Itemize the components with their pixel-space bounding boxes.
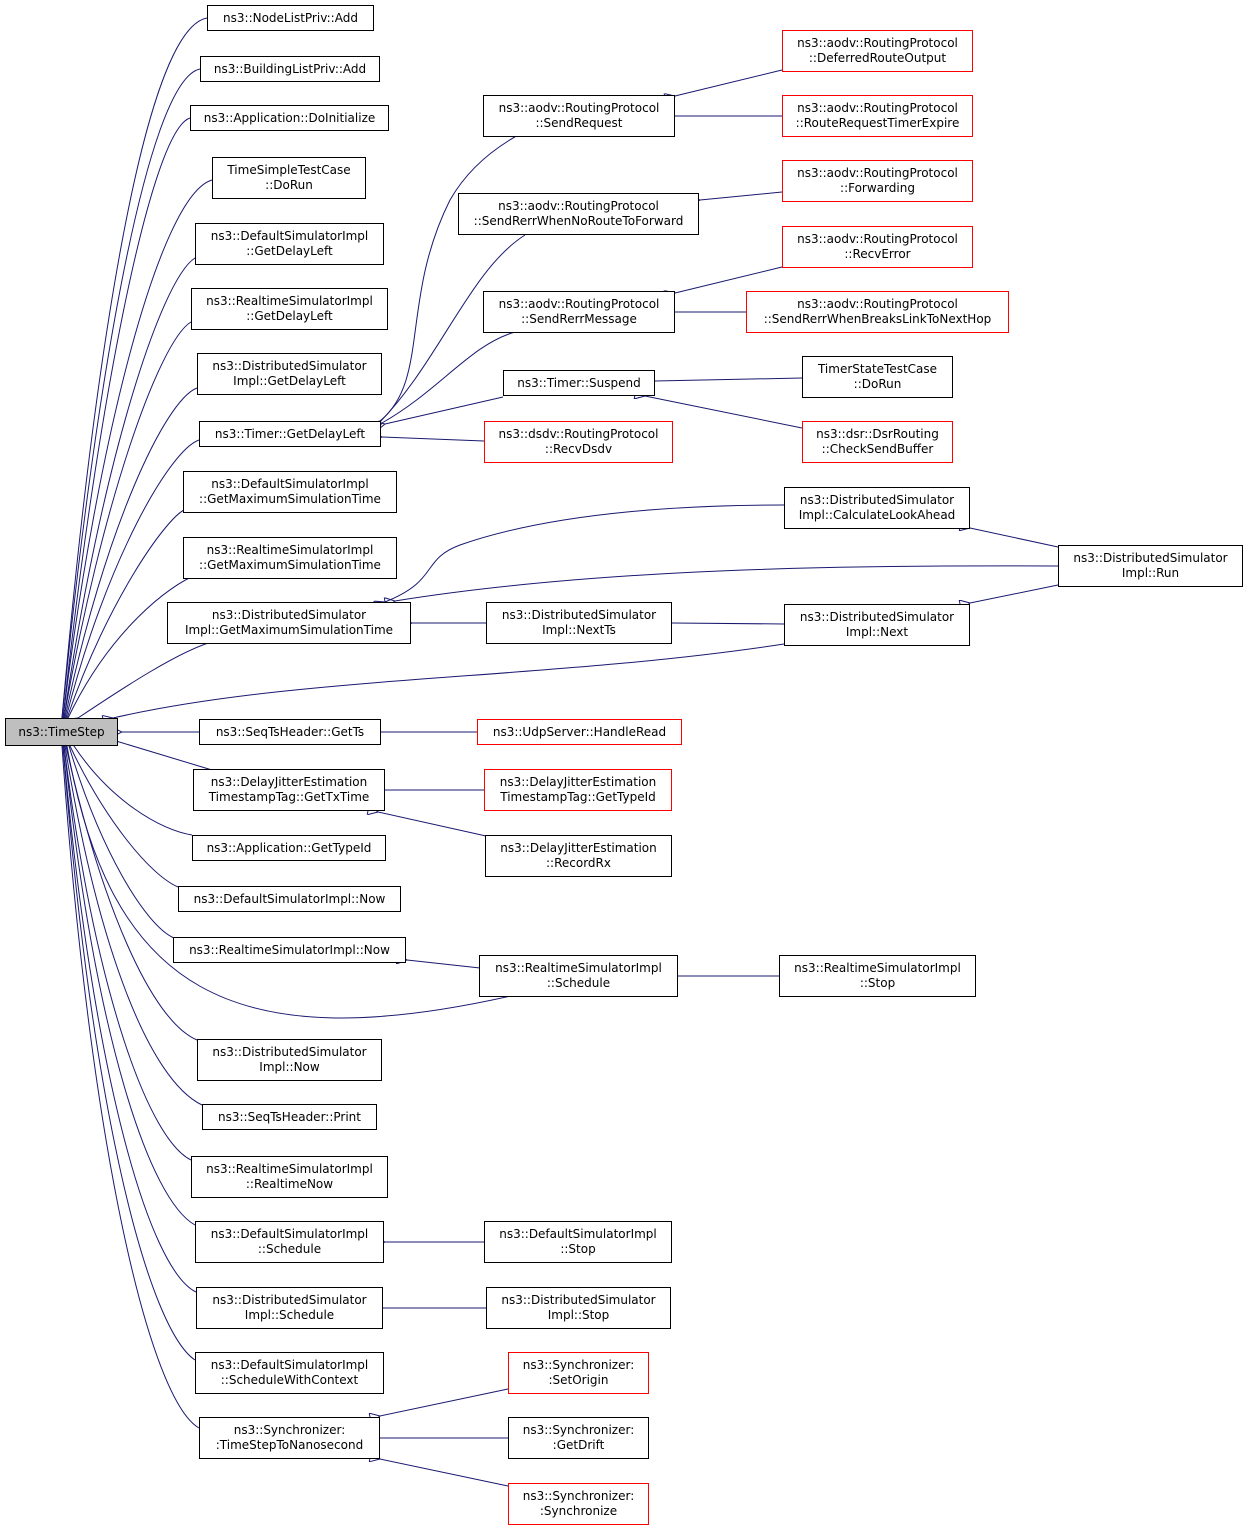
edge-realtime-schedule <box>407 960 481 969</box>
node-application-doinitialize[interactable]: ns3::Application::DoInitialize <box>190 105 389 131</box>
node-distributed-getmaxsimtime[interactable]: ns3::DistributedSimulator Impl::GetMaxim… <box>167 602 411 644</box>
node-timesimpletestcase-dorun[interactable]: TimeSimpleTestCase ::DoRun <box>212 157 366 199</box>
node-distributed-stop[interactable]: ns3::DistributedSimulator Impl::Stop <box>486 1287 671 1329</box>
edge-timerstatetestcase <box>655 378 803 381</box>
node-delayjitter-recordrx[interactable]: ns3::DelayJitterEstimation ::RecordRx <box>485 835 672 877</box>
node-default-getdelayleft[interactable]: ns3::DefaultSimulatorImpl ::GetDelayLeft <box>195 223 384 265</box>
node-dsdv-recvdsdv[interactable]: ns3::dsdv::RoutingProtocol ::RecvDsdv <box>484 421 673 463</box>
edge-sendrequest <box>380 133 521 421</box>
edge-run-calculatelookahead <box>970 528 1059 548</box>
node-aodv-sendrequest[interactable]: ns3::aodv::RoutingProtocol ::SendRequest <box>483 95 675 137</box>
node-realtime-realtimenow[interactable]: ns3::RealtimeSimulatorImpl ::RealtimeNow <box>191 1156 388 1198</box>
node-default-schedule[interactable]: ns3::DefaultSimulatorImpl ::Schedule <box>195 1221 384 1263</box>
edge-delayjitter-gettxtime <box>116 741 213 771</box>
node-distributed-schedule[interactable]: ns3::DistributedSimulator Impl::Schedule <box>196 1287 383 1329</box>
edge-realtime-schedule-root <box>67 746 516 1019</box>
node-default-now[interactable]: ns3::DefaultSimulatorImpl::Now <box>178 886 401 912</box>
edge-application-gettypeid <box>74 746 193 836</box>
edge-timesimpletestcase-dorun <box>63 179 213 718</box>
edge-synchronizer-timestep <box>62 746 200 1429</box>
node-realtime-stop[interactable]: ns3::RealtimeSimulatorImpl ::Stop <box>779 955 976 997</box>
node-realtime-now[interactable]: ns3::RealtimeSimulatorImpl::Now <box>173 937 406 963</box>
node-realtime-getmaxsimtime[interactable]: ns3::RealtimeSimulatorImpl ::GetMaximumS… <box>183 537 397 579</box>
edge-buildinglist-add <box>62 68 201 718</box>
edge-sendrerrnoroute <box>380 234 526 422</box>
edge-distributed-getmaxsim <box>78 640 216 718</box>
node-realtime-schedule[interactable]: ns3::RealtimeSimulatorImpl ::Schedule <box>479 955 678 997</box>
edge-seqts-print <box>65 746 203 1106</box>
edge-recvdsdv <box>382 437 485 441</box>
node-distributed-run[interactable]: ns3::DistributedSimulator Impl::Run <box>1058 545 1243 587</box>
node-dsr-checksendbuffer[interactable]: ns3::dsr::DsrRouting ::CheckSendBuffer <box>802 421 953 463</box>
node-timestep: ns3::TimeStep <box>5 718 118 746</box>
edge-forwarding <box>700 191 783 200</box>
node-buildinglistpriv-add[interactable]: ns3::BuildingListPriv::Add <box>200 56 380 82</box>
node-realtime-getdelayleft[interactable]: ns3::RealtimeSimulatorImpl ::GetDelayLef… <box>191 288 388 330</box>
edge-run-next <box>970 584 1059 603</box>
edge-distributed-getdelayleft <box>65 387 198 718</box>
edge-sendrerrmessage <box>382 331 516 423</box>
edge-default-now <box>70 746 179 888</box>
edge-default-getdelayleft <box>64 257 196 718</box>
node-aodv-deferredrouteoutput[interactable]: ns3::aodv::RoutingProtocol ::DeferredRou… <box>782 30 973 72</box>
edge-run-getmaxsim <box>395 565 1059 601</box>
edge-setorigin <box>380 1388 509 1416</box>
edge-default-schedule <box>64 746 196 1226</box>
edge-next-nextts <box>672 623 785 624</box>
edge-checksendbuffer <box>645 396 803 429</box>
node-seqtsheader-getts[interactable]: ns3::SeqTsHeader::GetTs <box>199 719 381 745</box>
edge-recordrx <box>378 812 487 837</box>
node-timer-getdelayleft[interactable]: ns3::Timer::GetDelayLeft <box>199 421 381 447</box>
node-distributed-calculatelookahead[interactable]: ns3::DistributedSimulator Impl::Calculat… <box>784 487 970 529</box>
node-udpserver-handleread[interactable]: ns3::UdpServer::HandleRead <box>477 719 682 745</box>
edge-default-getmaxsim <box>67 509 185 718</box>
node-default-getmaxsimtime[interactable]: ns3::DefaultSimulatorImpl ::GetMaximumSi… <box>183 471 397 513</box>
node-synchronizer-getdrift[interactable]: ns3::Synchronizer: :GetDrift <box>508 1417 649 1459</box>
node-distributed-getdelayleft[interactable]: ns3::DistributedSimulator Impl::GetDelay… <box>197 353 382 395</box>
edge-distributed-now <box>66 746 198 1041</box>
node-synchronizer-setorigin[interactable]: ns3::Synchronizer: :SetOrigin <box>508 1352 649 1394</box>
edge-distributed-schedule <box>63 746 197 1293</box>
node-default-schedulewithcontext[interactable]: ns3::DefaultSimulatorImpl ::ScheduleWith… <box>195 1352 384 1394</box>
node-timerstatetestcase-dorun[interactable]: TimerStateTestCase ::DoRun <box>802 356 953 398</box>
node-synchronizer-timesteptonanosecond[interactable]: ns3::Synchronizer: :TimeStepToNanosecond <box>199 1417 380 1459</box>
node-aodv-sendrerrmessage[interactable]: ns3::aodv::RoutingProtocol ::SendRerrMes… <box>483 291 675 333</box>
node-distributed-nextts[interactable]: ns3::DistributedSimulator Impl::NextTs <box>486 602 672 644</box>
node-application-gettypeid[interactable]: ns3::Application::GetTypeId <box>192 835 386 861</box>
edge-realtime-getdelayleft <box>64 321 192 718</box>
node-aodv-forwarding[interactable]: ns3::aodv::RoutingProtocol ::Forwarding <box>782 160 973 202</box>
edge-application-doinitialize <box>63 117 191 718</box>
edge-realtime-realtimenow <box>64 746 192 1161</box>
edge-timer-getdelayleft <box>66 439 200 718</box>
node-aodv-sendrerrwhenbreakslinktonexthop[interactable]: ns3::aodv::RoutingProtocol ::SendRerrWhe… <box>746 291 1009 333</box>
edge-deferredrouteoutput <box>675 69 783 96</box>
node-default-stop[interactable]: ns3::DefaultSimulatorImpl ::Stop <box>484 1221 672 1263</box>
node-delayjitter-gettxtime[interactable]: ns3::DelayJitterEstimation TimestampTag:… <box>193 769 385 811</box>
edge-nodelist-add <box>62 17 208 718</box>
node-nodelistpriv-add[interactable]: ns3::NodeListPriv::Add <box>207 5 374 31</box>
node-delayjitter-gettypeid[interactable]: ns3::DelayJitterEstimation TimestampTag:… <box>484 769 672 811</box>
node-timer-suspend[interactable]: ns3::Timer::Suspend <box>503 370 655 396</box>
node-aodv-recverror[interactable]: ns3::aodv::RoutingProtocol ::RecvError <box>782 226 973 268</box>
node-aodv-sendrerrwhennoroutetoforward[interactable]: ns3::aodv::RoutingProtocol ::SendRerrWhe… <box>458 193 699 235</box>
edge-default-schedulewithcontext <box>63 746 196 1361</box>
edge-timer-suspend <box>385 396 504 424</box>
edge-distributed-next-root <box>113 643 785 718</box>
edge-calculatelookahead <box>385 504 785 602</box>
node-distributed-next[interactable]: ns3::DistributedSimulator Impl::Next <box>784 604 970 646</box>
node-aodv-routerequesttimerexpire[interactable]: ns3::aodv::RoutingProtocol ::RouteReques… <box>782 95 973 137</box>
edge-recverror <box>675 266 783 293</box>
edge-synchronize <box>380 1459 509 1487</box>
node-synchronizer-synchronize[interactable]: ns3::Synchronizer: :Synchronize <box>508 1483 649 1525</box>
node-seqtsheader-print[interactable]: ns3::SeqTsHeader::Print <box>202 1104 377 1130</box>
edge-realtime-getmaxsim <box>68 574 197 718</box>
edge-realtime-now <box>69 746 175 939</box>
node-distributed-now[interactable]: ns3::DistributedSimulator Impl::Now <box>197 1039 382 1081</box>
